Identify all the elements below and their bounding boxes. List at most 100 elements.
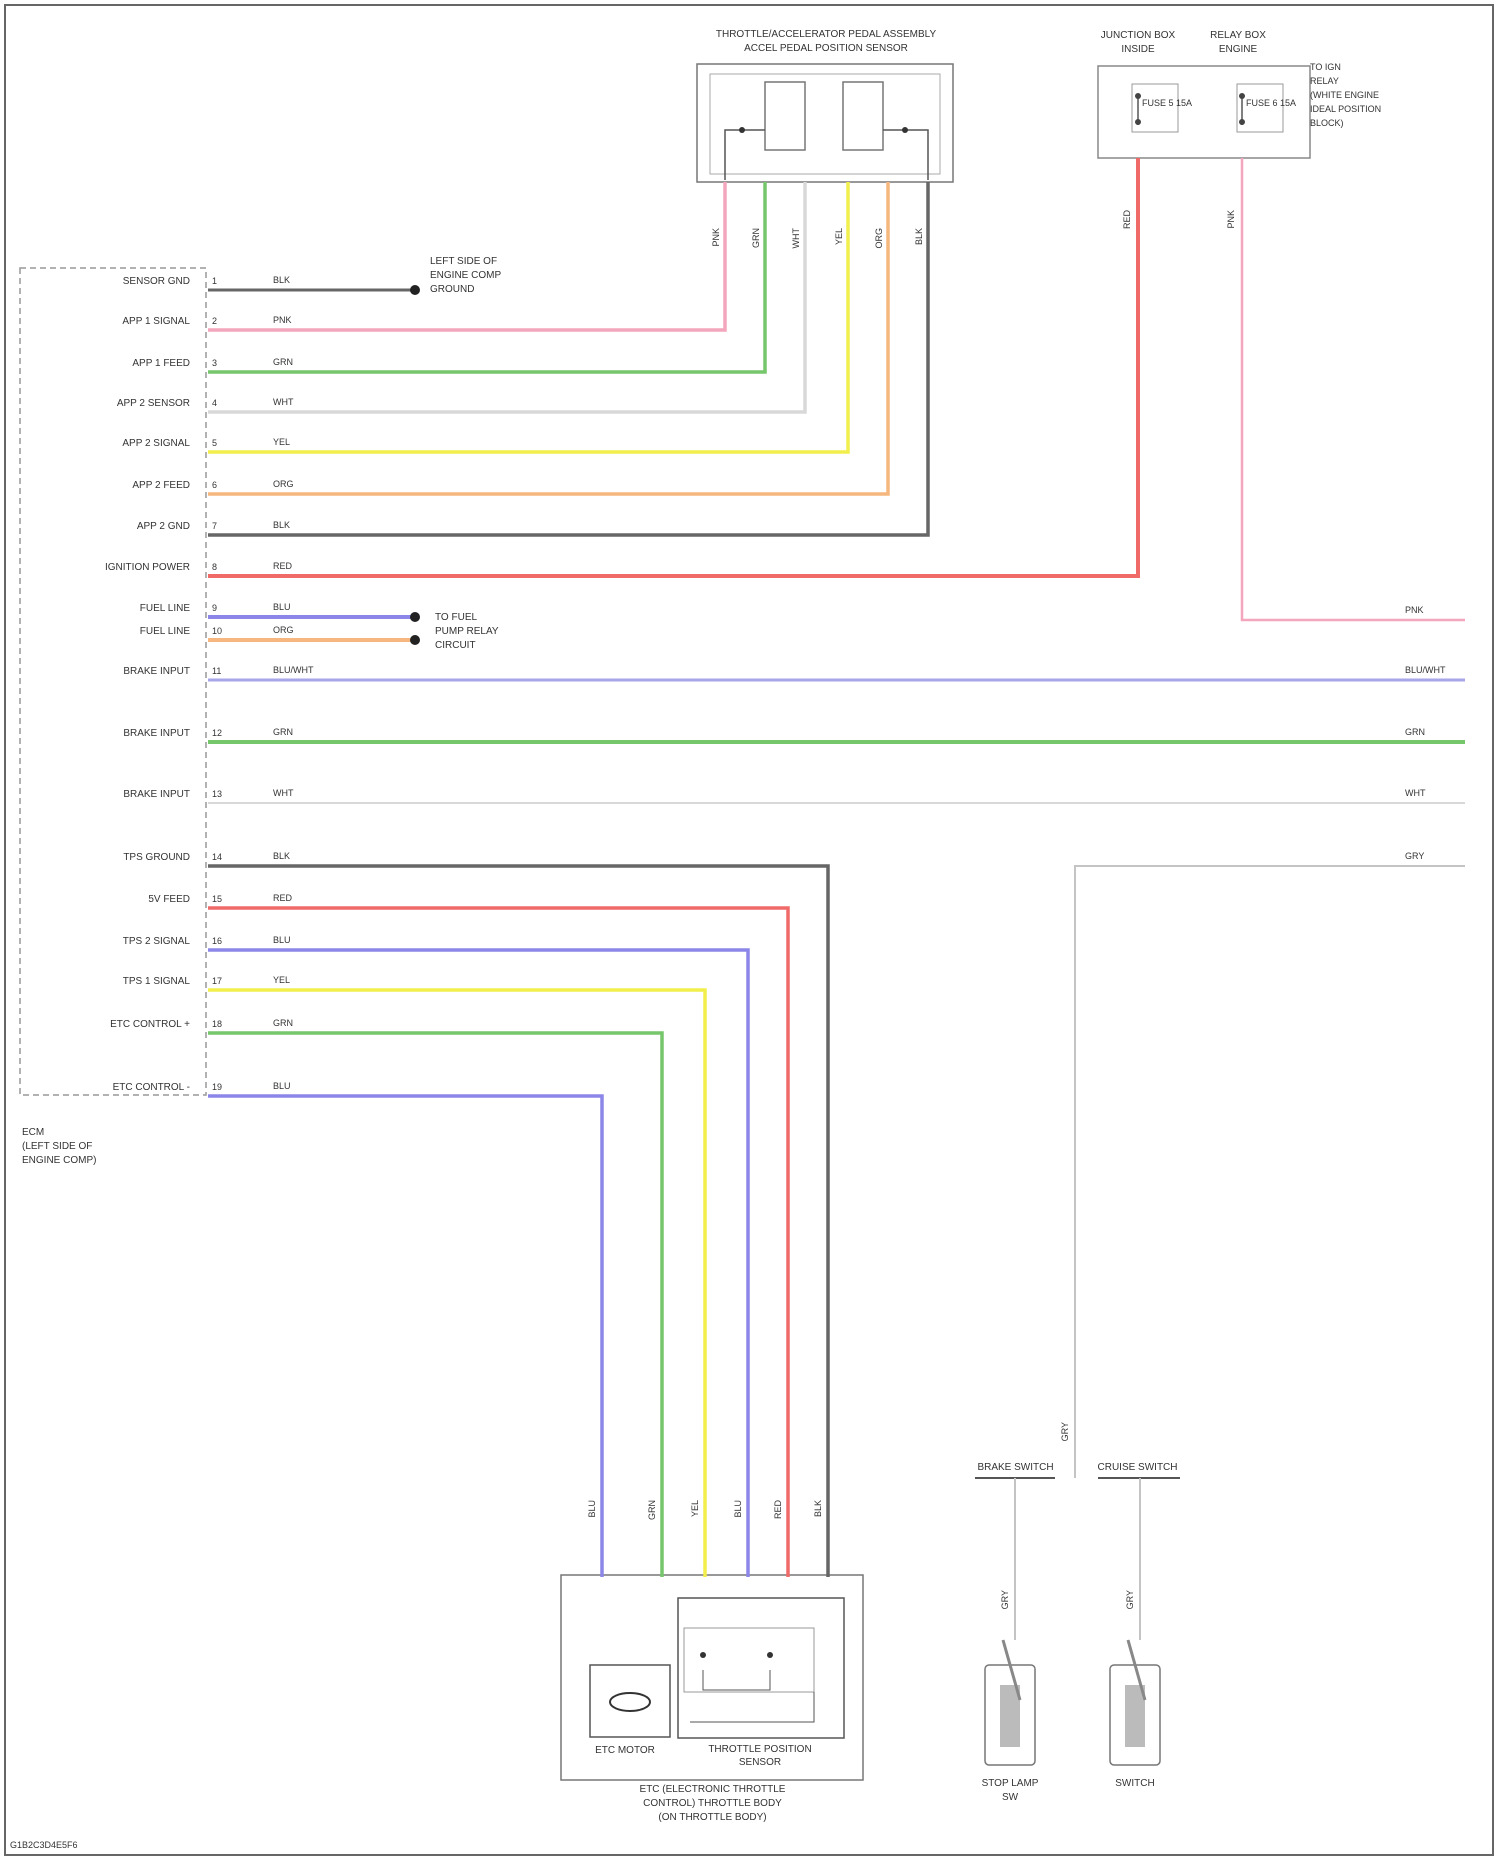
ign-note-4: IDEAL POSITION [1310,104,1381,114]
ecm-pin-number: 14 [212,852,222,862]
ecm-pin-number: 7 [212,521,217,531]
ecm-pin-number: 10 [212,626,222,636]
wire-throttle-6 [208,1096,602,1577]
ecm-pin-name: BRAKE INPUT [20,666,190,677]
jb-wire-color: PNK [1226,210,1236,229]
cruise-switch-conn-label: CRUISE SWITCH [1090,1462,1185,1473]
switch-wire-color: GRY [1060,1422,1070,1441]
wire-color-label: BLU [273,1081,291,1091]
ecm-box [20,268,206,1095]
ecm-pin-name: APP 2 GND [20,521,190,532]
tps-label-1: THROTTLE POSITION [690,1744,830,1755]
ecm-pin-number: 2 [212,316,217,326]
throttle-wire-color: YEL [690,1500,700,1517]
ecm-pin-number: 13 [212,789,222,799]
wire-color-label: WHT [273,397,294,407]
junction-relay-box [1098,66,1310,158]
ign-note-3: (WHITE ENGINE [1310,90,1379,100]
wire-throttle-5 [208,1033,662,1577]
ecm-pin-name: APP 1 FEED [20,358,190,369]
ign-note-2: RELAY [1310,76,1339,86]
wire-color-label: WHT [273,788,294,798]
cruise-switch [1110,1640,1160,1765]
junction-box-label: JUNCTION BOX [1098,30,1178,41]
right-wire-color: GRN [1405,727,1425,737]
ecm-pin-name: ETC CONTROL + [20,1019,190,1030]
wire-group [208,158,1465,1640]
brake-switch-conn-label: BRAKE SWITCH [968,1462,1063,1473]
ecm-pin-name: TPS 2 SIGNAL [20,936,190,947]
wire-color-label: BLK [273,520,290,530]
wire-color-label: BLU [273,602,291,612]
ign-note-5: BLOCK) [1310,118,1344,128]
ground-dot [410,285,420,295]
wire-pedal-3 [208,182,805,412]
ign-note-1: TO IGN [1310,62,1341,72]
pedal-sensor-title-1: THROTTLE/ACCELERATOR PEDAL ASSEMBLY [696,29,956,40]
throttle-wire-color: GRN [647,1500,657,1520]
ecm-pin-number: 16 [212,936,222,946]
fuel-dot-1 [410,612,420,622]
tps-label-2: SENSOR [690,1757,830,1768]
pedal-wire-color: WHT [791,228,801,249]
ecm-pin-number: 8 [212,562,217,572]
pedal-sensor-title-2: ACCEL PEDAL POSITION SENSOR [696,43,956,54]
wire-color-label: GRN [273,727,293,737]
stop-lamp-label-1: STOP LAMP [970,1778,1050,1789]
wire-color-label: YEL [273,437,290,447]
ecm-pin-number: 1 [212,276,217,286]
wire-throttle-3 [208,950,748,1577]
wire-relay-right [1242,158,1465,620]
wire-switch-feed [1075,866,1465,1478]
wire-color-label: ORG [273,625,294,635]
ecm-label-3: ENGINE COMP) [22,1155,96,1166]
right-wire-color: WHT [1405,788,1426,798]
wire-color-label: GRN [273,1018,293,1028]
relay-box-label: RELAY BOX [1198,30,1278,41]
ecm-pin-name: FUEL LINE [20,603,190,614]
stop-lamp-label-2: SW [970,1792,1050,1803]
fuel-note-3: CIRCUIT [435,640,476,651]
right-wire-color: PNK [1405,605,1424,615]
pedal-sensor-box [697,64,953,182]
ecm-pin-number: 6 [212,480,217,490]
throttle-body-title-3: (ON THROTTLE BODY) [600,1812,825,1823]
ecm-pin-name: FUEL LINE [20,626,190,637]
jb-wire-color: RED [1122,210,1132,229]
footer-code: G1B2C3D4E5F6 [10,1840,78,1850]
etc-motor-label: ETC MOTOR [585,1745,665,1756]
switch-wire-color: GRY [1125,1590,1135,1609]
wire-color-label: BLU/WHT [273,665,314,675]
ground-note-2: ENGINE COMP [430,270,501,281]
ecm-label-2: (LEFT SIDE OF [22,1141,92,1152]
pedal-wire-color: PNK [711,228,721,247]
wire-color-label: PNK [273,315,292,325]
pedal-wire-color: GRN [751,228,761,248]
ecm-pin-name: SENSOR GND [20,276,190,287]
wire-color-label: ORG [273,479,294,489]
pedal-wire-color: YEL [834,228,844,245]
fuse-right-label: FUSE 6 15A [1246,98,1296,108]
ecm-pin-name: IGNITION POWER [20,562,190,573]
ecm-pin-number: 5 [212,438,217,448]
relay-box-sub: ENGINE [1198,44,1278,55]
wire-color-label: YEL [273,975,290,985]
ground-note-3: GROUND [430,284,474,295]
ecm-pin-name: APP 2 FEED [20,480,190,491]
fuel-dot-2 [410,635,420,645]
ecm-pin-number: 18 [212,1019,222,1029]
fuel-note-2: PUMP RELAY [435,626,499,637]
ground-note-1: LEFT SIDE OF [430,256,497,267]
ecm-pin-number: 9 [212,603,217,613]
switch-wire-color: GRY [1000,1590,1010,1609]
wire-throttle-2 [208,908,788,1577]
fuel-note-1: TO FUEL [435,612,477,623]
ecm-pin-number: 11 [212,666,221,676]
fuse-left-label: FUSE 5 15A [1142,98,1192,108]
pedal-wire-color: ORG [874,228,884,249]
wire-color-label: BLK [273,275,290,285]
wire-color-label: BLK [273,851,290,861]
ecm-pin-name: ETC CONTROL - [20,1082,190,1093]
ecm-pin-number: 17 [212,976,222,986]
